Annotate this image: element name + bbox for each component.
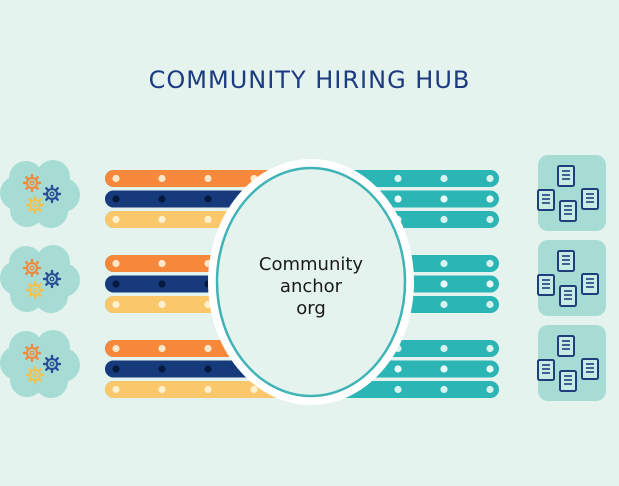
buildings-icon bbox=[537, 155, 606, 231]
connector-dot bbox=[112, 280, 120, 288]
hub-label-line-3: org bbox=[296, 298, 326, 319]
connector-dot bbox=[158, 365, 166, 373]
connector-dot bbox=[158, 385, 166, 394]
connector-dot bbox=[204, 344, 212, 353]
connector-dot bbox=[486, 365, 494, 373]
connector-dot bbox=[440, 215, 448, 224]
connector-dot bbox=[394, 195, 402, 203]
connector-dot bbox=[440, 259, 448, 268]
connector-dot bbox=[486, 300, 494, 309]
connector-dot bbox=[486, 344, 494, 353]
connector-dot bbox=[112, 259, 120, 268]
connector-dot bbox=[204, 215, 212, 224]
hub-label-line-1: Community bbox=[259, 254, 364, 275]
connector-dot bbox=[204, 195, 212, 203]
connector-dot bbox=[112, 300, 120, 309]
connector-dot bbox=[112, 174, 120, 183]
buildings-icon bbox=[537, 240, 606, 316]
gears-cloud-icon bbox=[0, 330, 80, 398]
hub-label-line-2: anchor bbox=[280, 276, 343, 297]
connector-dot bbox=[112, 365, 120, 373]
connector-dot bbox=[112, 344, 120, 353]
connector-dot bbox=[158, 344, 166, 353]
connector-dot bbox=[486, 215, 494, 224]
gears-cloud-icon bbox=[0, 160, 80, 228]
connector-dot bbox=[158, 259, 166, 268]
connector-dot bbox=[440, 365, 448, 373]
connector-dot bbox=[112, 215, 120, 224]
connector-dot bbox=[486, 385, 494, 394]
connector-dot bbox=[158, 195, 166, 203]
hub-circle bbox=[215, 166, 407, 398]
connector-dot bbox=[112, 385, 120, 394]
connector-dot bbox=[440, 174, 448, 183]
connector-dot bbox=[158, 174, 166, 183]
connector-dot bbox=[394, 365, 402, 373]
connector-dot bbox=[486, 195, 494, 203]
connector-dot bbox=[112, 195, 120, 203]
connector-dot bbox=[204, 174, 212, 183]
connector-dot bbox=[158, 300, 166, 309]
connector-dot bbox=[440, 300, 448, 309]
connector-dot bbox=[204, 365, 212, 373]
diagram-title: COMMUNITY HIRING HUB bbox=[148, 66, 471, 94]
connector-dot bbox=[394, 174, 402, 183]
gears-cloud-icon bbox=[0, 245, 80, 313]
connector-dot bbox=[486, 280, 494, 288]
connector-dot bbox=[394, 385, 402, 394]
connector-dot bbox=[440, 344, 448, 353]
connector-dot bbox=[440, 280, 448, 288]
connector-dot bbox=[158, 215, 166, 224]
connector-dot bbox=[486, 174, 494, 183]
connector-dot bbox=[440, 385, 448, 394]
connector-dot bbox=[440, 195, 448, 203]
connector-dot bbox=[158, 280, 166, 288]
connector-dot bbox=[204, 385, 212, 394]
buildings-icon bbox=[537, 325, 606, 401]
connector-dot bbox=[486, 259, 494, 268]
connector-dot bbox=[250, 385, 258, 394]
